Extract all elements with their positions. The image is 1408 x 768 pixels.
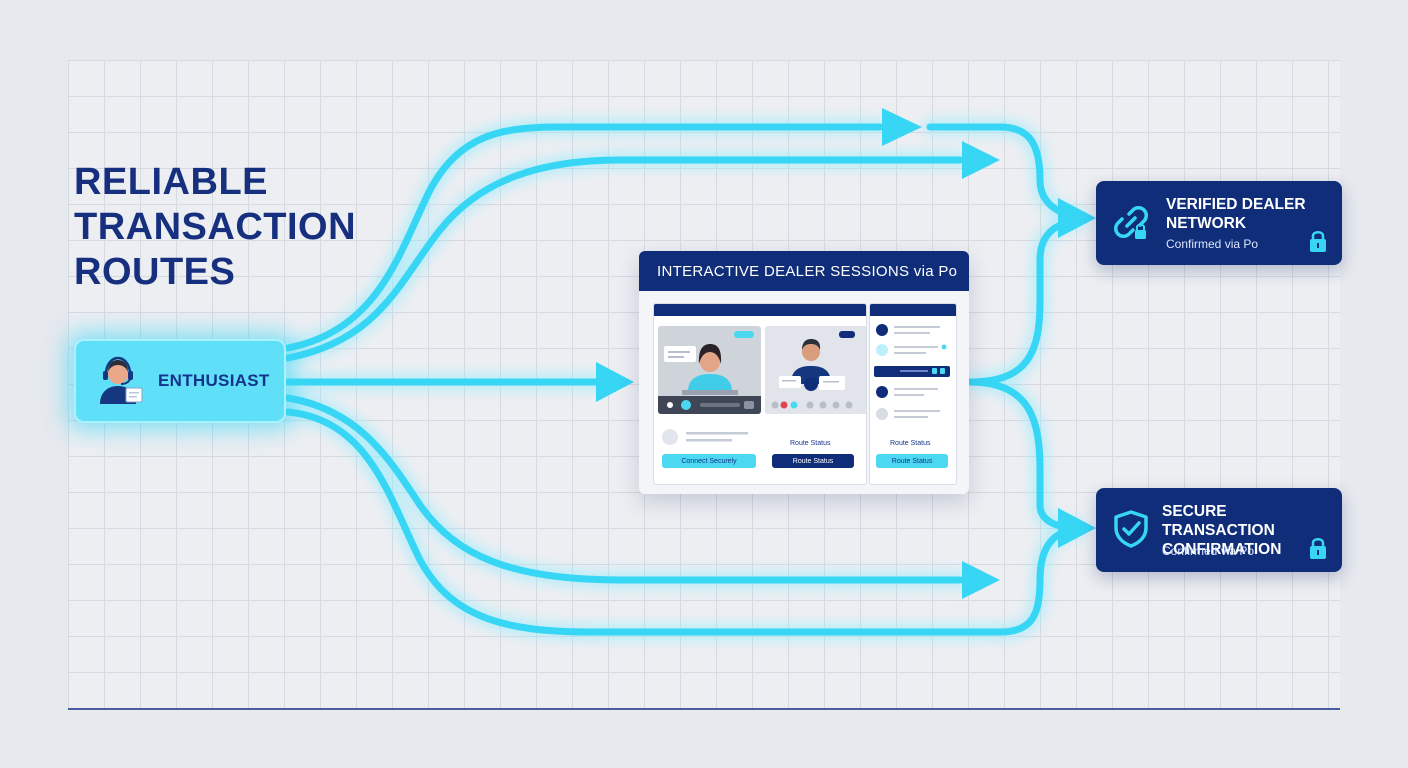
arrowhead-network: [1058, 198, 1096, 238]
confirmation-title-line-1: SECURE TRANSACTION: [1162, 503, 1275, 539]
customer-video-icon: [658, 331, 761, 414]
network-subtitle: Confirmed via Po: [1166, 237, 1259, 251]
verified-dealer-network-node[interactable]: VERIFIED DEALER NETWORK Confirmed via Po: [1096, 181, 1342, 265]
session-sidebar: Route Status Route Status: [869, 303, 957, 485]
network-title-line-2: NETWORK: [1166, 215, 1247, 232]
arrowhead-bottom-1: [962, 561, 1000, 599]
network-title: VERIFIED DEALER NETWORK: [1166, 195, 1306, 233]
lock-icon: [1310, 538, 1326, 559]
connect-securely-button[interactable]: Connect Securely: [662, 454, 756, 468]
network-title-line-1: VERIFIED DEALER: [1166, 196, 1306, 213]
route-to-network: [926, 123, 1082, 219]
video-tile-customer[interactable]: [658, 326, 761, 414]
video-tile-dealer[interactable]: [765, 326, 866, 414]
diagram-title: RELIABLE TRANSACTION ROUTES: [74, 160, 374, 295]
route-hub-to-network: [966, 218, 1082, 386]
panel-header: INTERACTIVE DEALER SESSIONS via Po: [639, 251, 969, 291]
confirmation-title: SECURE TRANSACTION CONFIRMATION: [1162, 502, 1342, 559]
sidebar-route-status-button[interactable]: Route Status: [876, 454, 948, 468]
sidebar-route-status-label: Route Status: [890, 440, 931, 447]
route-top-2: [284, 156, 964, 362]
title-line-1: RELIABLE: [74, 161, 268, 203]
session-window-topbar: [654, 304, 866, 316]
secure-transaction-confirmation-node[interactable]: SECURE TRANSACTION CONFIRMATION Confirme…: [1096, 488, 1342, 572]
route-status-button[interactable]: Route Status: [772, 454, 854, 468]
panel-body: Route Status Connect Securely Route Stat…: [653, 303, 957, 485]
lock-icon: [1310, 231, 1326, 252]
session-window: Route Status Connect Securely Route Stat…: [653, 303, 867, 485]
title-line-3: ROUTES: [74, 251, 236, 293]
enthusiast-node[interactable]: ENTHUSIAST: [74, 339, 286, 423]
route-status-label: Route Status: [790, 440, 831, 447]
sidebar-topbar: [870, 304, 956, 316]
enthusiast-label: ENTHUSIAST: [158, 371, 270, 390]
route-bottom-2: [284, 408, 1082, 636]
arrowhead-top-2: [962, 141, 1000, 179]
dealer-video-icon: [771, 331, 855, 409]
title-line-2: TRANSACTION: [74, 206, 357, 248]
arrowhead-confirmation: [1058, 508, 1096, 548]
chat-preview-row: [662, 429, 748, 445]
arrowhead-middle: [596, 362, 634, 402]
confirmation-subtitle: Confirmed via Po: [1162, 544, 1255, 558]
arrowhead-top-1: [882, 108, 922, 146]
route-hub-to-confirmation: [966, 378, 1082, 532]
route-bottom-1: [284, 394, 964, 584]
confirmation-title-line-2: CONFIRMATION: [1162, 541, 1282, 558]
participant-list: [874, 324, 950, 420]
dealer-sessions-panel: INTERACTIVE DEALER SESSIONS via Po: [639, 251, 969, 494]
panel-title: INTERACTIVE DEALER SESSIONS via Po: [657, 262, 958, 280]
shield-check-icon: [1114, 510, 1148, 548]
route-top-1: [284, 123, 884, 352]
headset-user-icon: [100, 356, 143, 404]
chain-link-icon: [1114, 206, 1148, 239]
